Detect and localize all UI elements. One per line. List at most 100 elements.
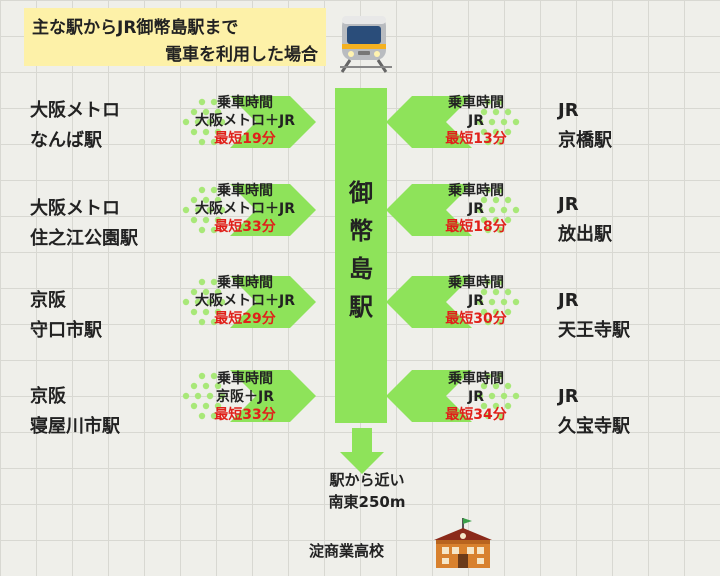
left-time-2: 乗車時間 大阪メトロ＋JR 最短33分 bbox=[178, 182, 312, 236]
trail-dot bbox=[194, 206, 202, 214]
station-line: 放出駅 bbox=[558, 224, 612, 245]
trail-dot bbox=[198, 138, 206, 146]
time-value: 最短34分 bbox=[445, 407, 507, 423]
trail-dot bbox=[480, 382, 488, 390]
trail-dot bbox=[480, 216, 488, 224]
time-route: 大阪メトロ＋JR bbox=[195, 113, 295, 129]
left-time-1: 乗車時間 大阪メトロ＋JR 最短19分 bbox=[178, 94, 312, 148]
trail-dot bbox=[218, 298, 226, 306]
time-label: 乗車時間 bbox=[448, 371, 504, 387]
trail-dot bbox=[190, 382, 198, 390]
trail-dot bbox=[512, 298, 520, 306]
right-arrow-2 bbox=[386, 184, 472, 236]
right-time-3: 乗車時間 JR 最短30分 bbox=[426, 274, 526, 328]
right-station-4: JR 久宝寺駅 bbox=[558, 382, 630, 442]
trail-dot bbox=[198, 98, 206, 106]
trail-dot bbox=[190, 128, 198, 136]
center-station-bar: 御 幣 島 駅 bbox=[335, 88, 387, 423]
trail-dot bbox=[476, 298, 484, 306]
right-time-1: 乗車時間 JR 最短13分 bbox=[426, 94, 526, 148]
trail-dot bbox=[214, 288, 222, 296]
station-line: 京橋駅 bbox=[558, 130, 612, 151]
trail-dot bbox=[500, 206, 508, 214]
right-station-3: JR 天王寺駅 bbox=[558, 286, 630, 346]
trail-dot bbox=[484, 226, 492, 234]
time-value: 最短18分 bbox=[445, 219, 507, 235]
trail-dot bbox=[214, 308, 222, 316]
left-arrow-3 bbox=[230, 276, 316, 328]
time-route: 大阪メトロ＋JR bbox=[195, 293, 295, 309]
trail-dot bbox=[210, 138, 218, 146]
trail-dot bbox=[492, 128, 500, 136]
trail-dot bbox=[190, 196, 198, 204]
time-label: 乗車時間 bbox=[448, 95, 504, 111]
station-line: 京阪 bbox=[30, 290, 66, 311]
distance-line: 駅から近い bbox=[329, 471, 405, 489]
time-value: 最短13分 bbox=[445, 131, 507, 147]
trail-dot bbox=[190, 308, 198, 316]
trail-dot bbox=[194, 298, 202, 306]
station-line: 大阪メトロ bbox=[30, 100, 120, 121]
time-route: JR bbox=[468, 389, 484, 405]
trail-dot bbox=[182, 118, 190, 126]
trail-dot bbox=[484, 412, 492, 420]
trail-dot bbox=[496, 98, 504, 106]
left-time-4: 乗車時間 京阪＋JR 最短33分 bbox=[178, 370, 312, 424]
right-time-4: 乗車時間 JR 最短34分 bbox=[426, 370, 526, 424]
trail-dot bbox=[504, 128, 512, 136]
trail-dot bbox=[214, 216, 222, 224]
trail-dot bbox=[484, 372, 492, 380]
left-arrow-1 bbox=[230, 96, 316, 148]
trail-dot bbox=[496, 318, 504, 326]
trail-dot bbox=[182, 392, 190, 400]
trail-dot bbox=[476, 206, 484, 214]
time-value: 最短30分 bbox=[445, 311, 507, 327]
time-label: 乗車時間 bbox=[217, 275, 273, 291]
trail-dot bbox=[512, 206, 520, 214]
title-box: 主な駅からJR御幣島駅まで 電車を利用した場合 bbox=[24, 8, 326, 66]
trail-dot bbox=[214, 382, 222, 390]
trail-dot bbox=[500, 298, 508, 306]
trail-dot bbox=[480, 308, 488, 316]
time-route: JR bbox=[468, 201, 484, 217]
title-line2: 電車を利用した場合 bbox=[165, 45, 318, 65]
trail-dot bbox=[214, 128, 222, 136]
train-icon bbox=[340, 16, 392, 73]
trail-dot bbox=[488, 392, 496, 400]
left-arrows bbox=[230, 96, 316, 422]
left-station-3: 京阪 守口市駅 bbox=[30, 286, 102, 346]
station-line: JR bbox=[558, 386, 579, 407]
trail-dot bbox=[198, 186, 206, 194]
trail-dot bbox=[218, 206, 226, 214]
trail-dot bbox=[476, 392, 484, 400]
time-label: 乗車時間 bbox=[448, 183, 504, 199]
trail-dot bbox=[480, 128, 488, 136]
trail-dot bbox=[210, 186, 218, 194]
distance-line: 南東250m bbox=[328, 493, 406, 511]
trail-dot bbox=[218, 392, 226, 400]
trail-dot bbox=[488, 118, 496, 126]
left-time-3: 乗車時間 大阪メトロ＋JR 最短29分 bbox=[178, 274, 312, 328]
trail-dot bbox=[194, 118, 202, 126]
trail-dot bbox=[492, 382, 500, 390]
right-station-1: JR 京橋駅 bbox=[558, 96, 612, 156]
time-route: JR bbox=[468, 293, 484, 309]
time-label: 乗車時間 bbox=[448, 275, 504, 291]
trail-dot bbox=[504, 402, 512, 410]
trail-dot bbox=[492, 216, 500, 224]
trail-dot bbox=[504, 108, 512, 116]
right-arrow-1 bbox=[386, 96, 472, 148]
trail-dot bbox=[210, 278, 218, 286]
trail-dot bbox=[210, 412, 218, 420]
trail-dot bbox=[198, 226, 206, 234]
left-arrow-4 bbox=[230, 370, 316, 422]
station-line: 久宝寺駅 bbox=[558, 416, 630, 437]
station-line: JR bbox=[558, 194, 579, 215]
school-name: 淀商業高校 bbox=[309, 542, 385, 560]
trail-dot bbox=[210, 318, 218, 326]
trail-dot bbox=[480, 288, 488, 296]
trail-dot bbox=[218, 118, 226, 126]
trail-dot bbox=[202, 196, 210, 204]
trail-dot bbox=[202, 382, 210, 390]
